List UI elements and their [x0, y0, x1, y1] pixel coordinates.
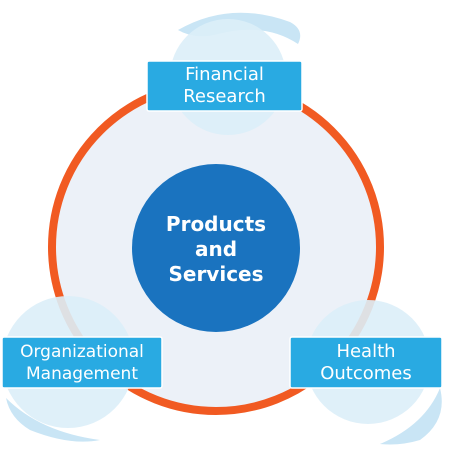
- financial-research-line-1: Financial: [185, 64, 264, 85]
- center-circle: [132, 164, 300, 332]
- health-outcomes-line-2: Outcomes: [320, 362, 412, 384]
- center-line-1: Products: [165, 211, 267, 236]
- organizational-management-label: Organizational Management: [2, 337, 162, 388]
- center-label: Products and Services: [135, 195, 297, 303]
- health-outcomes-line-1: Health: [336, 340, 396, 362]
- center-line-3: Services: [168, 261, 264, 286]
- financial-research-label: Financial Research: [147, 61, 302, 111]
- center-line-2: and: [194, 236, 238, 261]
- financial-research-line-2: Research: [183, 86, 266, 107]
- health-outcomes-box: [289, 336, 443, 389]
- organizational-management-line-2: Management: [26, 363, 138, 384]
- right-swoosh-decoration: [380, 388, 442, 445]
- organizational-management-box: [1, 336, 163, 389]
- financial-research-box: [146, 60, 303, 112]
- left-swoosh-decoration: [6, 398, 100, 442]
- organizational-management-line-1: Organizational: [20, 341, 144, 362]
- health-outcomes-label: Health Outcomes: [290, 337, 442, 388]
